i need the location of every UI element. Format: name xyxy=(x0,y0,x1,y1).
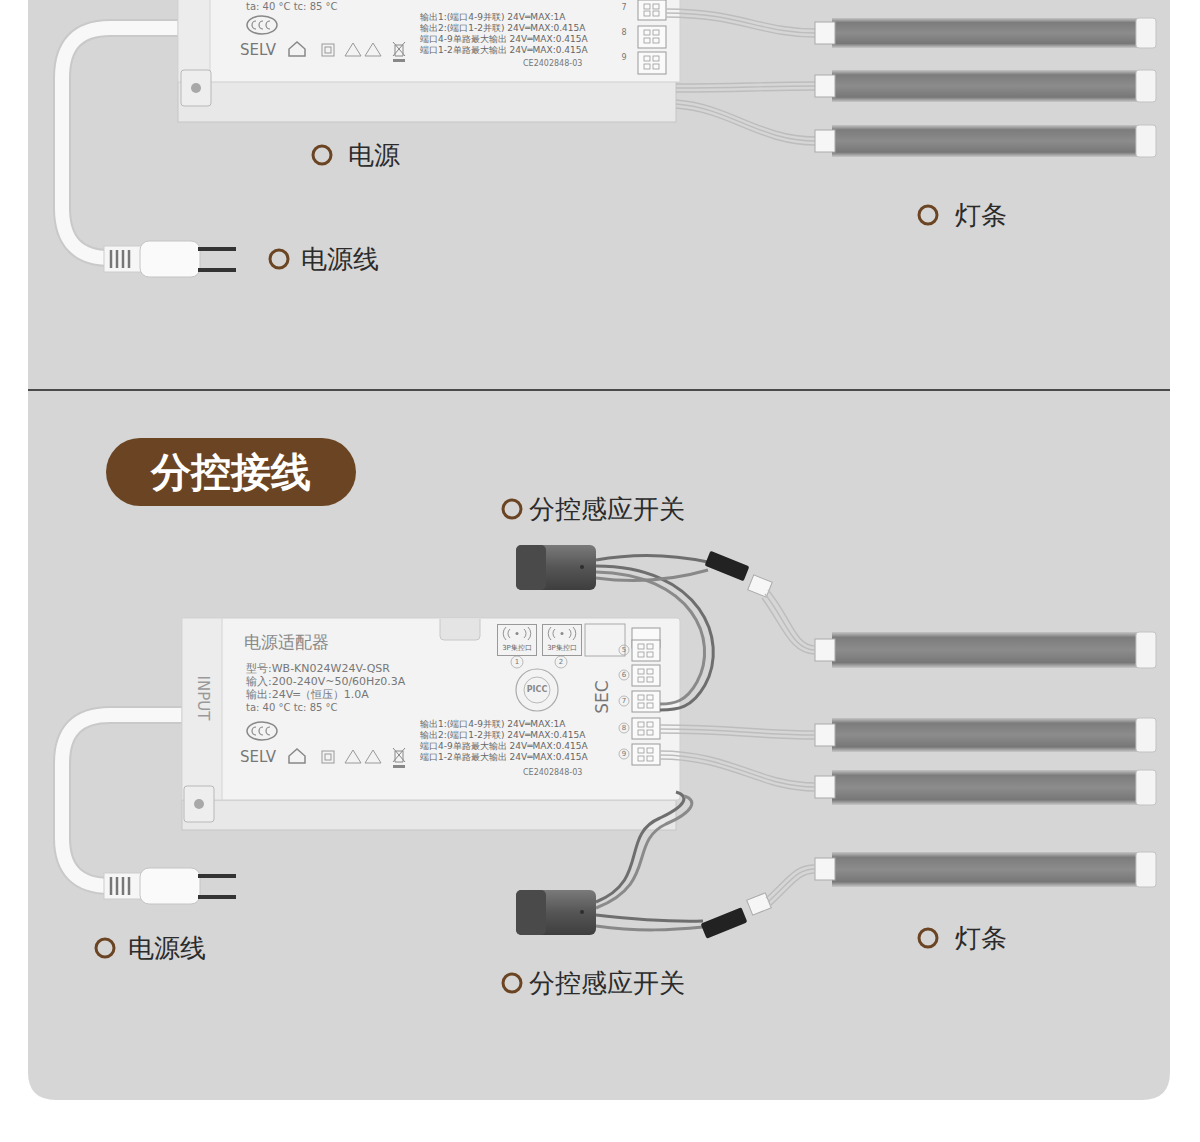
section-title-badge: 分控接线 xyxy=(106,438,356,506)
control-port-box: 3P集控口 xyxy=(497,624,537,656)
spec-text: 输出2:(端口1-2并联) 24V═MAX:0.415A xyxy=(420,730,585,740)
spec-text: CE2402848-03 xyxy=(523,59,582,68)
spec-text: ta: 40 °C tc: 85 °C xyxy=(246,1,338,13)
spec-text: 输出1:(端口4-9并联) 24V═MAX:1A xyxy=(420,719,565,729)
spec-text: 2 xyxy=(559,658,563,666)
port-label: 3P集控口 xyxy=(547,644,577,652)
control-port-box: 3P集控口 xyxy=(542,624,582,656)
spec-text: 9 xyxy=(622,750,626,758)
spec-text: PICC xyxy=(527,685,548,694)
spec-text: 型号:WB-KN024W24V-QSR xyxy=(246,663,390,676)
spec-text: SELV xyxy=(240,749,276,766)
spec-text: 8 xyxy=(622,724,626,732)
power-adapter: ta: 40 °C tc: 85 °C SELV 输出1:(端口4-9并联) 24V… xyxy=(178,0,680,82)
spec-text: 输入:200-240V~50/60Hz0.3A xyxy=(246,676,405,689)
callout-label: 电源 xyxy=(348,140,400,170)
spec-text: 端口4-9单路最大输出 24V═MAX:0.415A xyxy=(420,34,588,44)
spec-text: SELV xyxy=(240,42,276,59)
spec-text: 6 xyxy=(622,671,626,679)
spec-text: 输出:24V═（恒压）1.0A xyxy=(246,689,369,702)
callout-label: 灯条 xyxy=(955,923,1007,953)
callout-label: 分控感应开关 xyxy=(529,968,685,998)
spec-text: 输出1:(端口4-9并联) 24V═MAX:1A xyxy=(420,12,565,22)
port-label: 3P集控口 xyxy=(502,644,532,652)
spec-text: INPUT xyxy=(193,676,210,721)
spec-text: 1 xyxy=(515,658,519,666)
spec-text: 9 xyxy=(621,53,626,62)
spec-text: 7 xyxy=(621,3,626,12)
spec-text: 7 xyxy=(622,697,626,705)
spec-text: ta: 40 °C tc: 85 °C xyxy=(246,702,338,714)
spec-text: 电源适配器 xyxy=(244,633,329,653)
callout-label: 灯条 xyxy=(955,200,1007,230)
spec-text: 5 xyxy=(622,646,626,654)
spec-text: 8 xyxy=(621,28,626,37)
callout-label: 电源线 xyxy=(128,933,206,963)
callout-label: 电源线 xyxy=(301,244,379,274)
callout-label: 分控感应开关 xyxy=(529,494,685,524)
spec-text: SEC xyxy=(593,680,613,713)
section-title: 分控接线 xyxy=(151,449,311,495)
spec-text: 端口1-2单路最大输出 24V═MAX:0.415A xyxy=(420,45,588,55)
spec-text: 端口1-2单路最大输出 24V═MAX:0.415A xyxy=(420,752,588,762)
spec-text: 输出2:(端口1-2并联) 24V═MAX:0.415A xyxy=(420,23,585,33)
power-adapter: 电源适配器型号:WB-KN024W24V-QSR输入:200-240V~50/6… xyxy=(182,618,680,800)
spec-text: CE2402848-03 xyxy=(523,768,582,777)
spec-text: 端口4-9单路最大输出 24V═MAX:0.415A xyxy=(420,741,588,751)
